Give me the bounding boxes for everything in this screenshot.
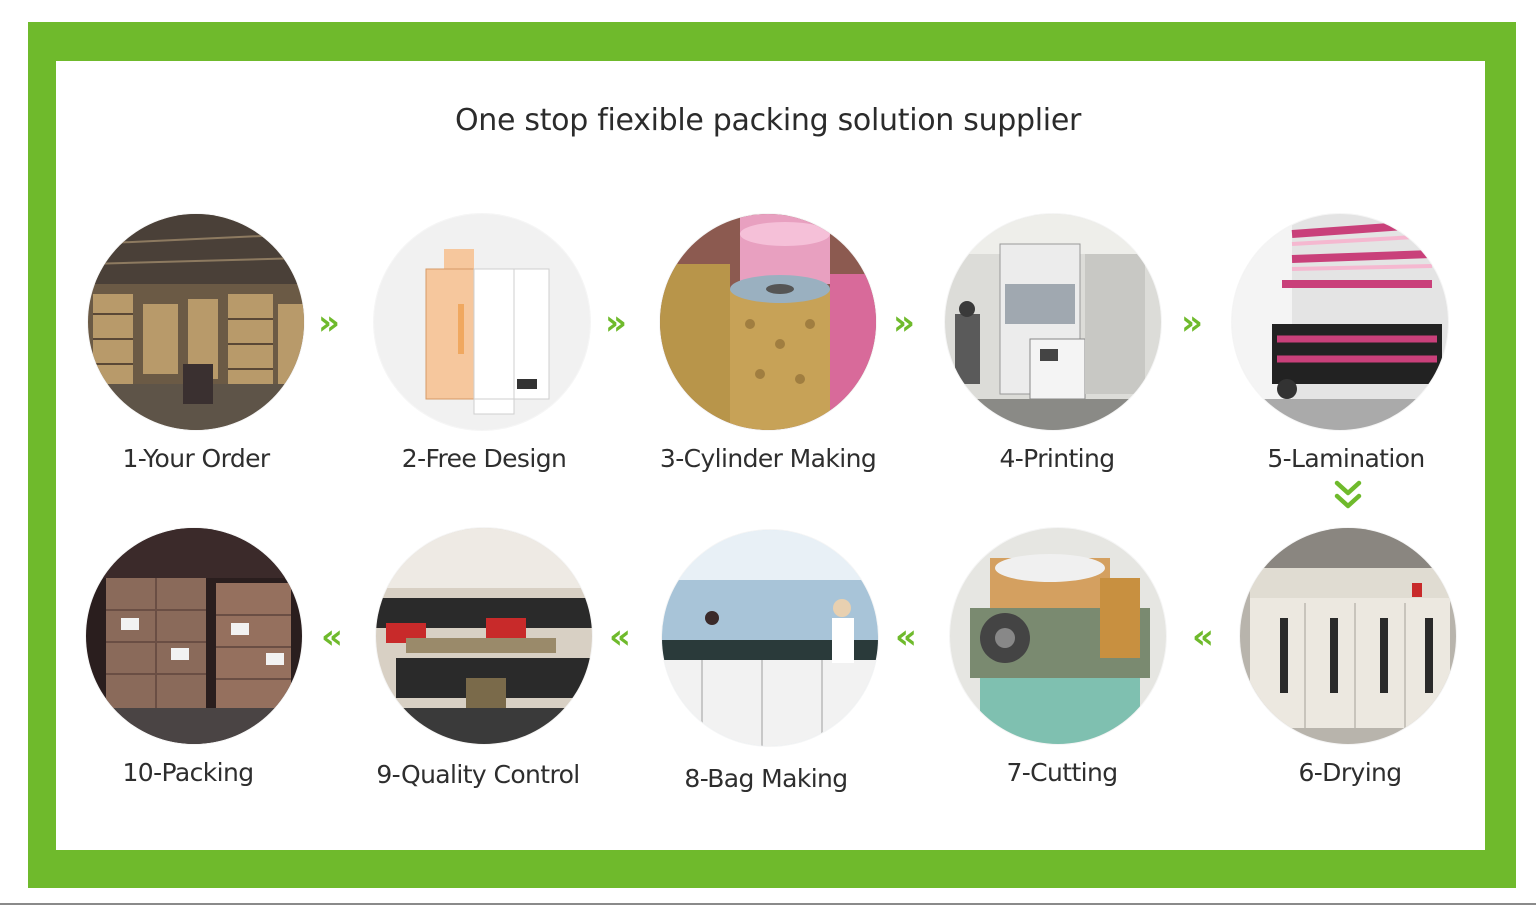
step-10-image-packing [86, 528, 302, 744]
divider [0, 903, 1536, 905]
step-2-image-design [374, 214, 590, 430]
step-2-label: 2-Free Design [401, 444, 567, 473]
arrow-right-icon: » [893, 303, 915, 343]
arrow-right-icon: » [605, 303, 627, 343]
step-7-image-cutting [950, 528, 1166, 744]
step-1-image-warehouse [88, 214, 304, 430]
step-7-label: 7-Cutting [1006, 758, 1118, 787]
step-5-label: 5-Lamination [1267, 444, 1425, 473]
page-title: One stop fiexible packing solution suppl… [454, 103, 1082, 138]
step-9-image-quality-control [376, 528, 592, 744]
step-9-label: 9-Quality Control [376, 760, 580, 789]
step-6-image-drying [1240, 528, 1456, 744]
arrow-right-icon: » [1181, 303, 1203, 343]
arrow-right-icon: » [318, 303, 340, 343]
step-5-image-lamination [1232, 214, 1448, 430]
step-1-label: 1-Your Order [122, 444, 270, 473]
arrow-left-icon: « [321, 617, 343, 657]
step-3-label: 3-Cylinder Making [659, 444, 877, 473]
arrow-down-icon [1334, 480, 1362, 509]
step-3-image-rolls [660, 214, 876, 430]
step-4-label: 4-Printing [999, 444, 1115, 473]
step-8-label: 8-Bag Making [684, 764, 848, 793]
step-10-label: 10-Packing [122, 758, 255, 787]
step-6-label: 6-Drying [1298, 758, 1402, 787]
arrow-left-icon: « [1192, 617, 1214, 657]
step-8-image-bag-making [662, 530, 878, 746]
arrow-left-icon: « [609, 617, 631, 657]
step-4-image-printing [945, 214, 1161, 430]
arrow-left-icon: « [895, 617, 917, 657]
